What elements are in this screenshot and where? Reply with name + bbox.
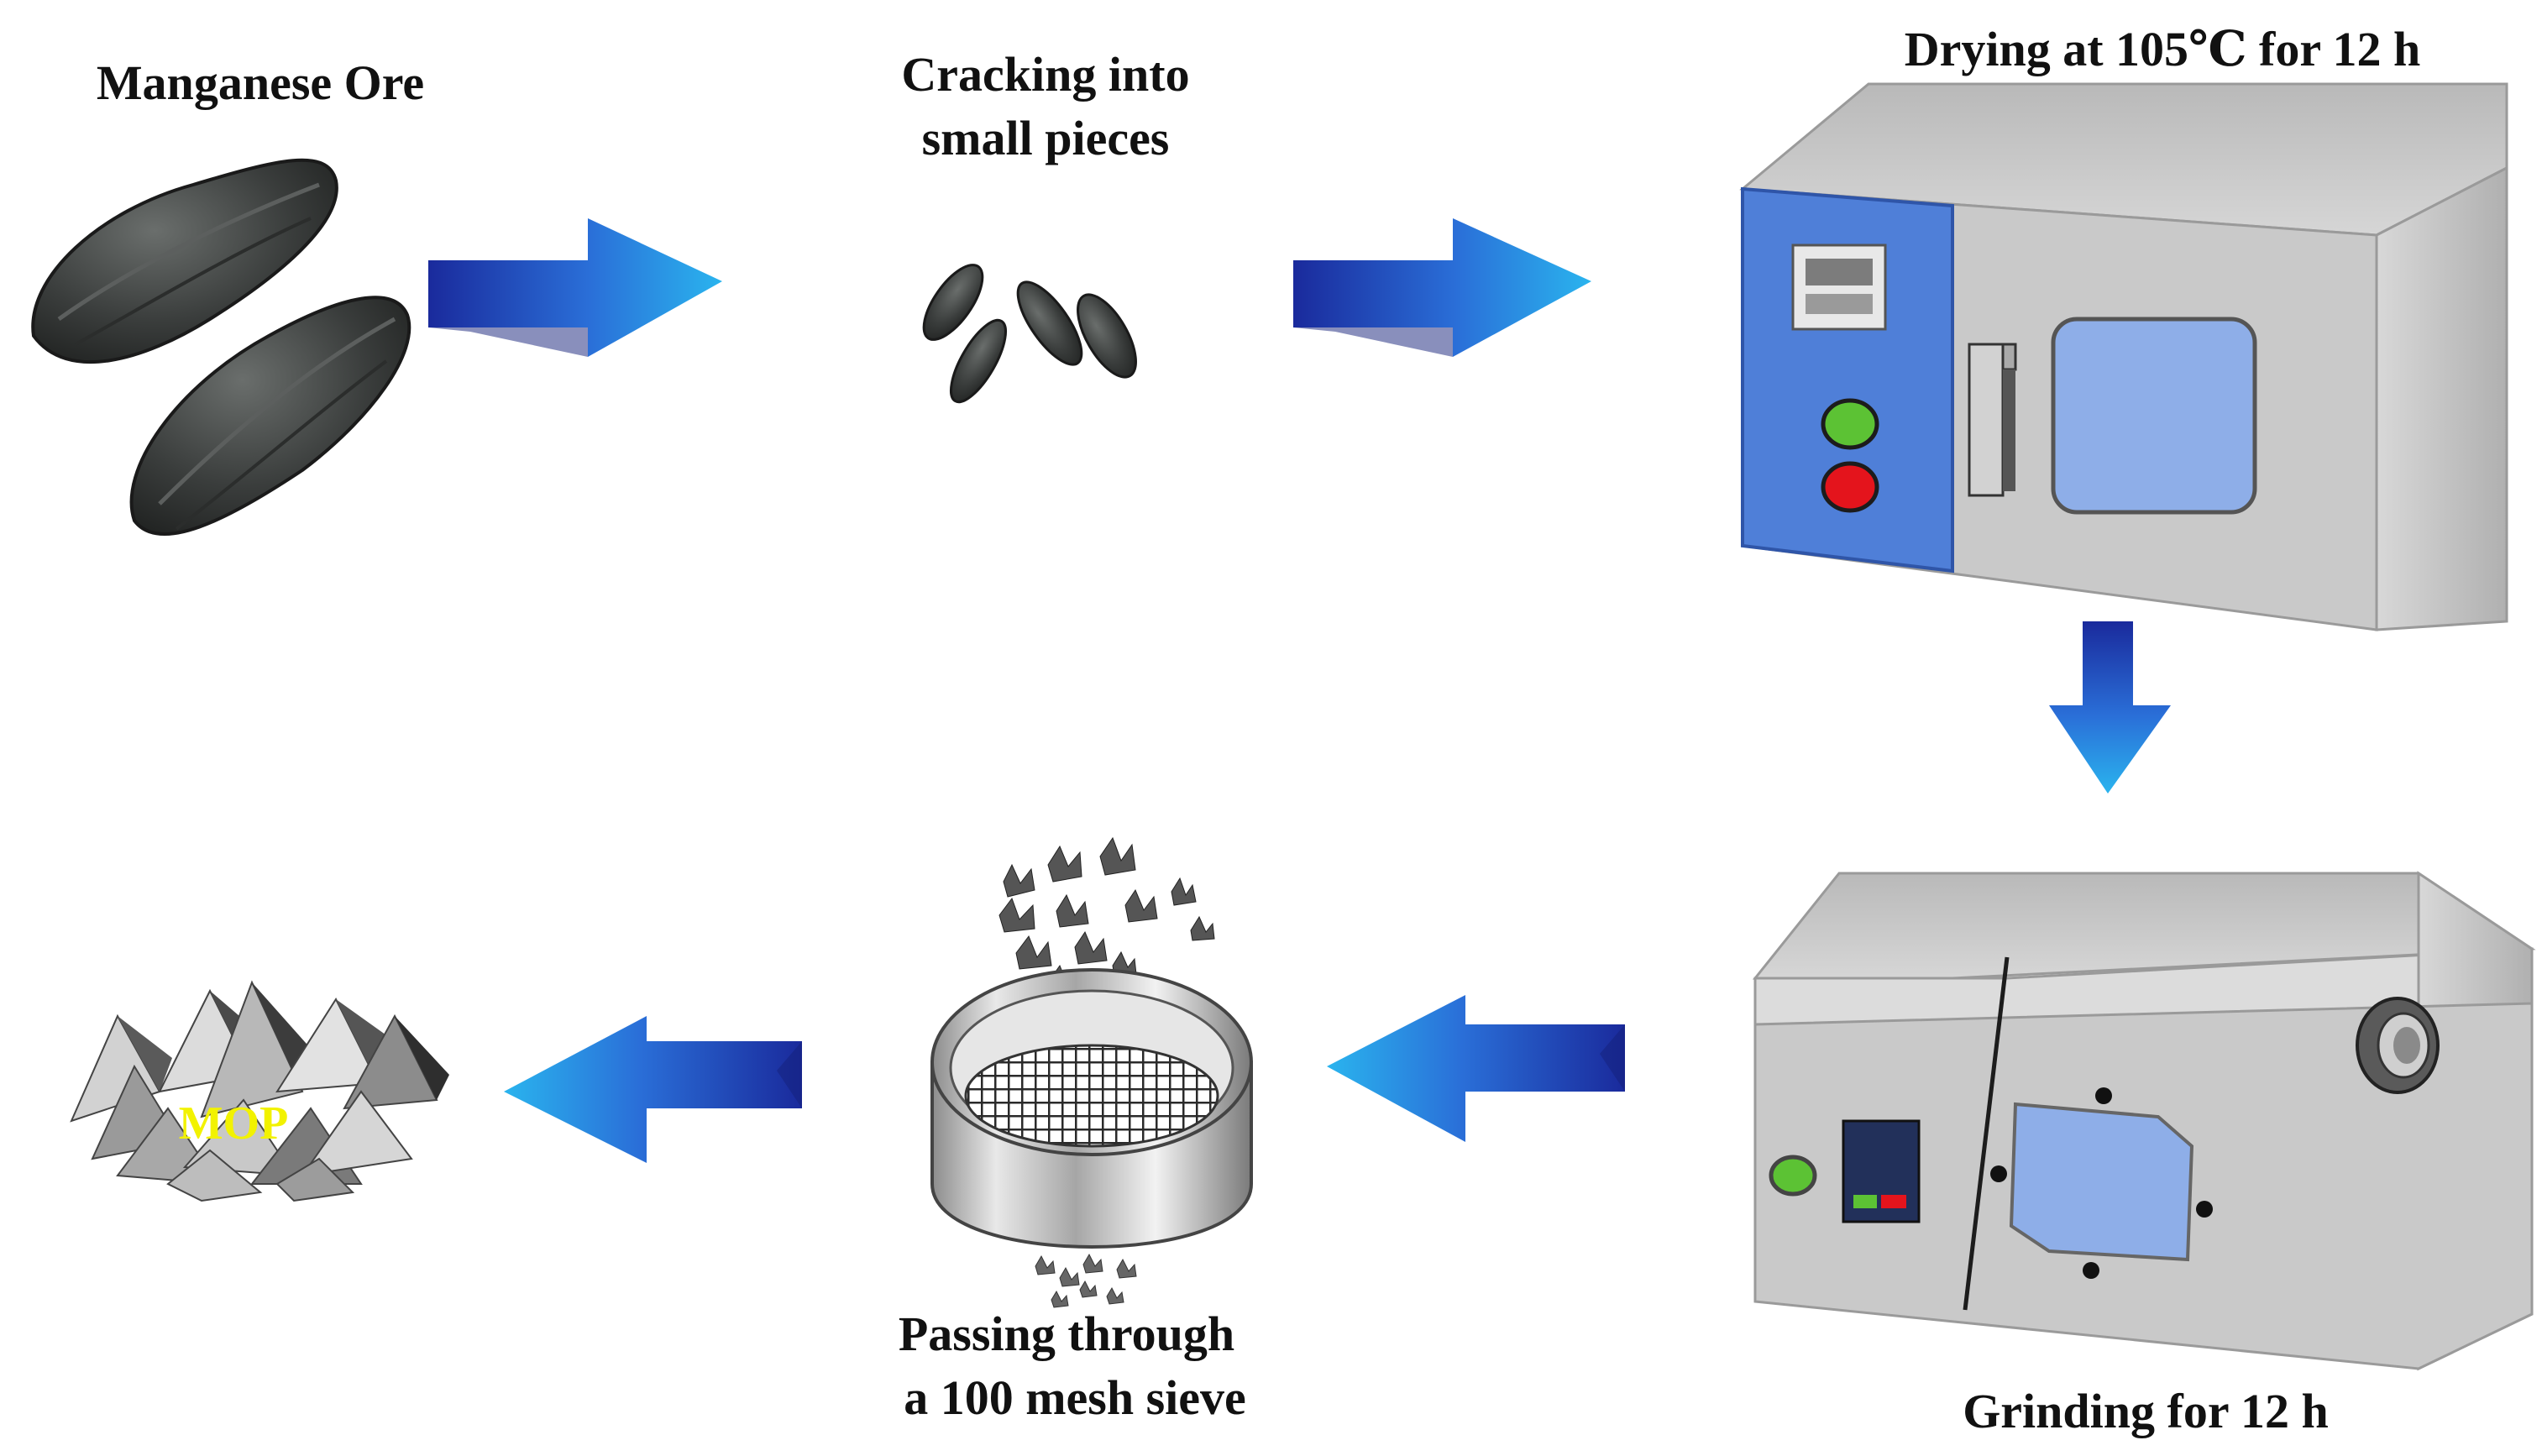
arrow-grinder-to-sieve	[1327, 995, 1625, 1142]
grinder-window	[2009, 1102, 2194, 1262]
arrow-sieve-to-product	[504, 1016, 802, 1163]
label-grinding: Grinding for 12 h	[1963, 1384, 2329, 1438]
door-handle-icon	[1968, 343, 2017, 497]
ore-pieces-icon	[922, 264, 1137, 404]
label-sieve-line2: a 100 mesh sieve	[904, 1370, 1246, 1425]
grinder-power-button[interactable]	[1769, 1155, 1817, 1197]
ore-rocks-icon	[31, 158, 411, 536]
mop-powder-pile-icon: MOP	[70, 980, 449, 1202]
label-manganese-ore: Manganese Ore	[97, 55, 424, 110]
mesh-sieve-icon	[930, 836, 1253, 1308]
grinding-machine-icon	[1752, 871, 2536, 1371]
arrow-pieces-to-oven	[1293, 218, 1591, 357]
label-mop: MOP	[179, 1097, 289, 1150]
arrow-ore-to-pieces	[428, 218, 722, 357]
label-cracking-line1: Cracking into	[901, 47, 1189, 102]
oven-window	[2051, 317, 2257, 515]
particles-below	[1035, 1253, 1137, 1308]
temperature-display	[1791, 244, 1887, 331]
label-cracking-line2: small pieces	[922, 111, 1170, 165]
side-knob-icon	[2356, 997, 2440, 1094]
arrow-oven-to-grinder	[2049, 621, 2171, 793]
label-drying: Drying at 105℃ for 12 h	[1905, 22, 2421, 76]
stop-button-red[interactable]	[1821, 461, 1879, 513]
label-sieve-line1: Passing through	[899, 1307, 1234, 1361]
start-button-green[interactable]	[1821, 398, 1879, 450]
drying-oven-icon	[1739, 82, 2508, 631]
sieve-mesh	[964, 1044, 1219, 1148]
